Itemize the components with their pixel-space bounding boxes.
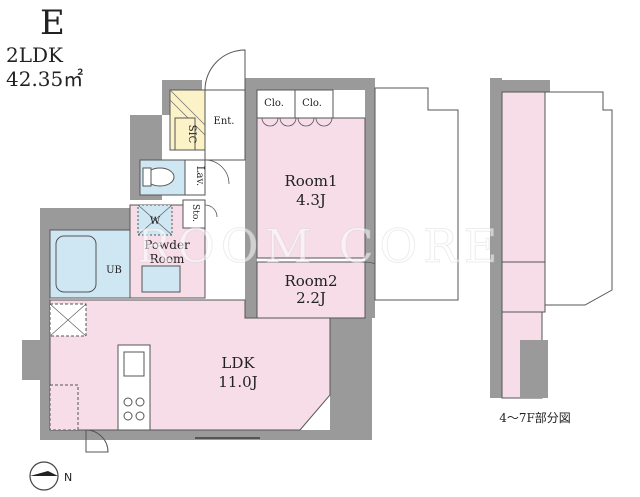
- powder-room-line1: Powder: [144, 238, 190, 252]
- entrance-area: [169, 49, 246, 161]
- entrance-label: Ent.: [214, 116, 235, 127]
- room2-size: 2.2J: [296, 289, 326, 307]
- ldk: [49, 299, 331, 453]
- closet2-label: Clo.: [302, 98, 322, 109]
- closet1-label: Clo.: [264, 98, 284, 109]
- balcony: [374, 87, 459, 301]
- unit-bath-label: UB: [106, 265, 122, 276]
- room2-name: Room2: [284, 272, 337, 290]
- partial-plan-caption: 4～7F部分図: [499, 410, 571, 425]
- unit-type-label: E: [40, 3, 65, 43]
- lavatory: [139, 159, 230, 196]
- room1-name: Room1: [284, 172, 337, 190]
- lavatory-label: Lav.: [194, 166, 205, 186]
- ldk-size: 11.0J: [218, 373, 257, 391]
- partial-plan: [490, 78, 613, 399]
- ldk-name: LDK: [221, 354, 255, 372]
- room1: [256, 89, 366, 259]
- storage: [182, 199, 218, 229]
- washer-label: W: [150, 216, 161, 227]
- svg-text:N: N: [64, 471, 72, 484]
- floor-area-label: 42.35㎡: [6, 67, 84, 91]
- unit-bath: [49, 229, 131, 299]
- sic-label: SIC: [186, 125, 197, 144]
- room1-size: 4.3J: [296, 191, 326, 209]
- watermark: ROOM CORE: [137, 219, 504, 273]
- powder-room: [129, 204, 206, 299]
- layout-type-label: 2LDK: [6, 43, 63, 67]
- storage-label: Sto.: [190, 204, 200, 222]
- powder-room-line2: Room: [150, 252, 185, 266]
- north-compass-icon: N: [29, 461, 72, 491]
